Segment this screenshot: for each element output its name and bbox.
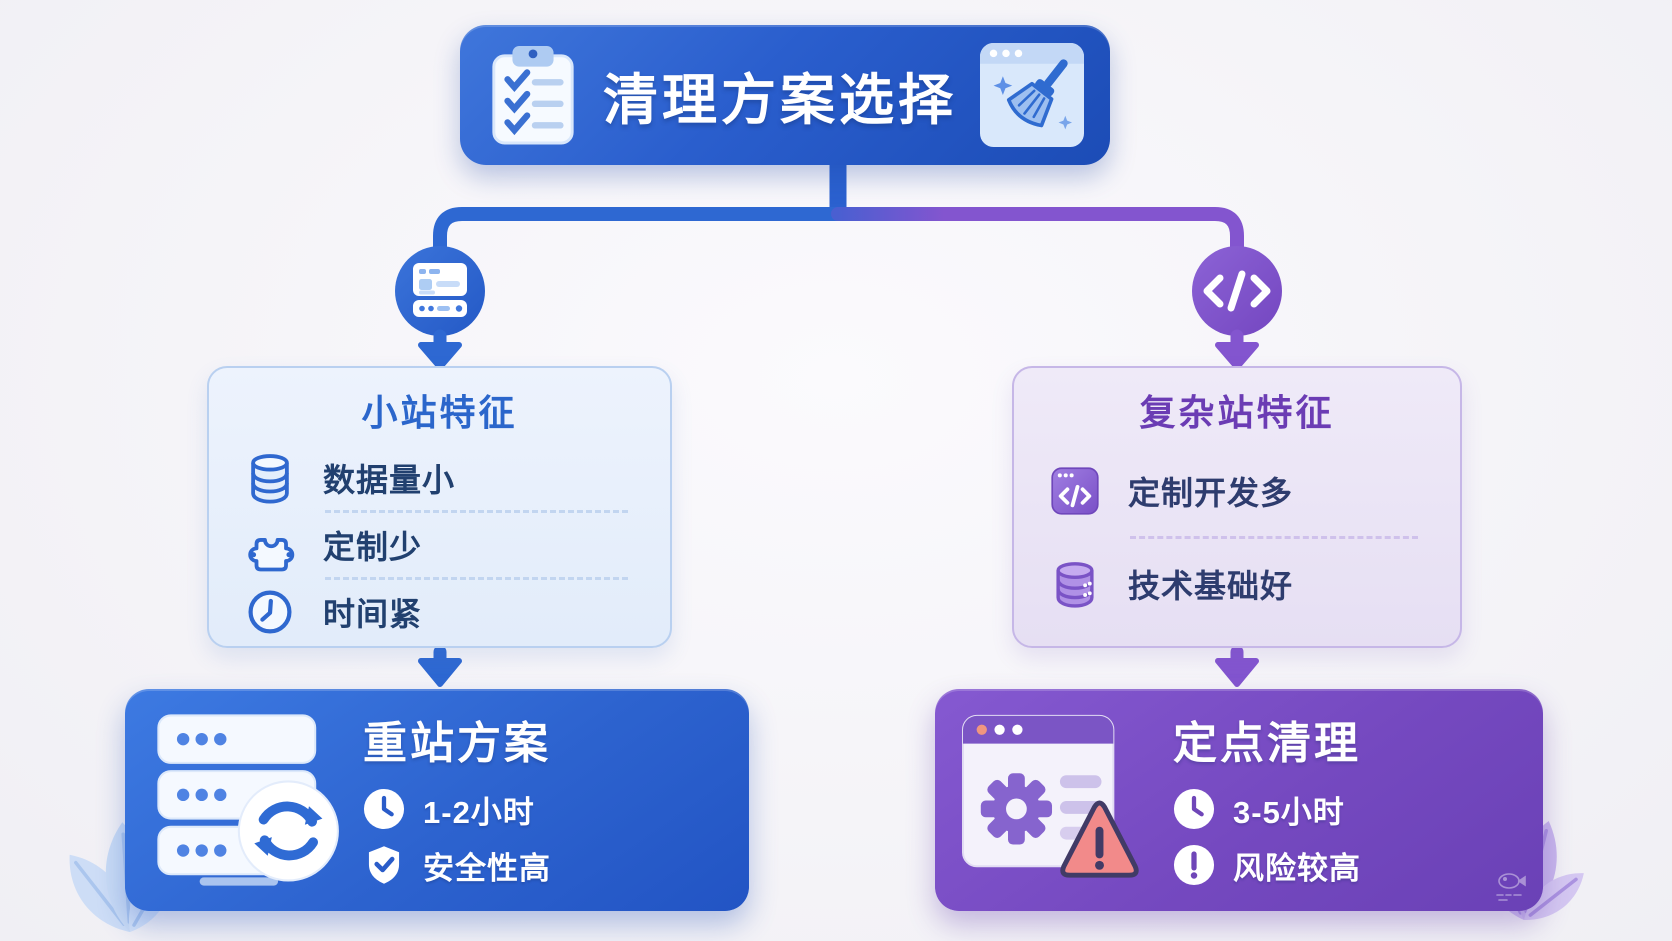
feature-item-label: 技术基础好 bbox=[1128, 568, 1294, 604]
page-title: 清理方案选择 bbox=[602, 69, 957, 131]
divider bbox=[1130, 536, 1418, 539]
feature-card-small-site: 小站特征 数据量小 bbox=[207, 366, 672, 648]
plan-item: 3-5小时 bbox=[1173, 781, 1533, 837]
server-sync-icon bbox=[157, 714, 339, 886]
feature-card-title: 小站特征 bbox=[361, 392, 518, 433]
puzzle-icon bbox=[243, 518, 297, 572]
clean-window-broom-icon bbox=[980, 43, 1084, 147]
clock-icon bbox=[243, 585, 297, 639]
plan-card-targeted-clean: 定点清理 3-5小时 风险较高 bbox=[935, 689, 1543, 911]
plan-item: 风险较高 bbox=[1173, 837, 1533, 893]
plan-item-label: 3-5小时 bbox=[1233, 794, 1345, 830]
plan-item-label: 安全性高 bbox=[423, 850, 551, 886]
feature-item-label: 定制开发多 bbox=[1128, 475, 1294, 511]
clipboard-checklist-icon bbox=[492, 46, 574, 145]
plan-card-rebuild: 重站方案 1-2小时 安全性高 bbox=[125, 689, 749, 911]
plan-item-label: 风险较高 bbox=[1233, 850, 1361, 886]
feature-item: 定制少 bbox=[243, 513, 632, 577]
browser-gear-warning-icon bbox=[962, 714, 1139, 878]
divider bbox=[325, 510, 628, 513]
plan-card-title: 重站方案 bbox=[363, 719, 551, 768]
feature-item-label: 时间紧 bbox=[323, 596, 423, 632]
server-window-icon bbox=[395, 246, 485, 336]
feature-item-label: 定制少 bbox=[323, 529, 423, 565]
plan-item-label: 1-2小时 bbox=[423, 794, 535, 830]
shield-check-icon bbox=[368, 846, 400, 884]
arrow-down-left-mid bbox=[418, 645, 462, 687]
clock-badge-icon bbox=[1173, 788, 1215, 830]
feature-item: 定制开发多 bbox=[1048, 446, 1422, 536]
code-icon bbox=[1192, 246, 1282, 336]
feature-item: 数据量小 bbox=[243, 446, 632, 510]
branch-line-right bbox=[831, 207, 1244, 261]
feature-item-label: 数据量小 bbox=[323, 462, 456, 498]
arrow-down-right-mid bbox=[1215, 645, 1259, 687]
database-icon bbox=[1048, 557, 1102, 611]
code-window-icon bbox=[1048, 464, 1102, 518]
warning-triangle-icon bbox=[1060, 800, 1139, 878]
plan-item: 安全性高 bbox=[363, 837, 739, 893]
header-card: 清理方案选择 bbox=[460, 25, 1110, 165]
plan-item: 1-2小时 bbox=[363, 781, 739, 837]
watermark-doodle bbox=[1496, 873, 1526, 901]
feature-card-complex-site: 复杂站特征 bbox=[1012, 366, 1462, 648]
plan-card-title: 定点清理 bbox=[1173, 719, 1361, 768]
branch-line-left bbox=[433, 207, 849, 261]
arrow-down-right-top bbox=[1215, 329, 1259, 370]
clock-badge-icon bbox=[363, 788, 405, 830]
database-icon bbox=[243, 451, 297, 505]
feature-card-title: 复杂站特征 bbox=[1139, 392, 1335, 433]
feature-item: 时间紧 bbox=[243, 580, 632, 644]
divider bbox=[325, 577, 628, 580]
feature-item: 技术基础好 bbox=[1048, 539, 1422, 629]
arrow-down-left-top bbox=[418, 329, 462, 370]
exclamation-badge-icon bbox=[1173, 844, 1215, 886]
